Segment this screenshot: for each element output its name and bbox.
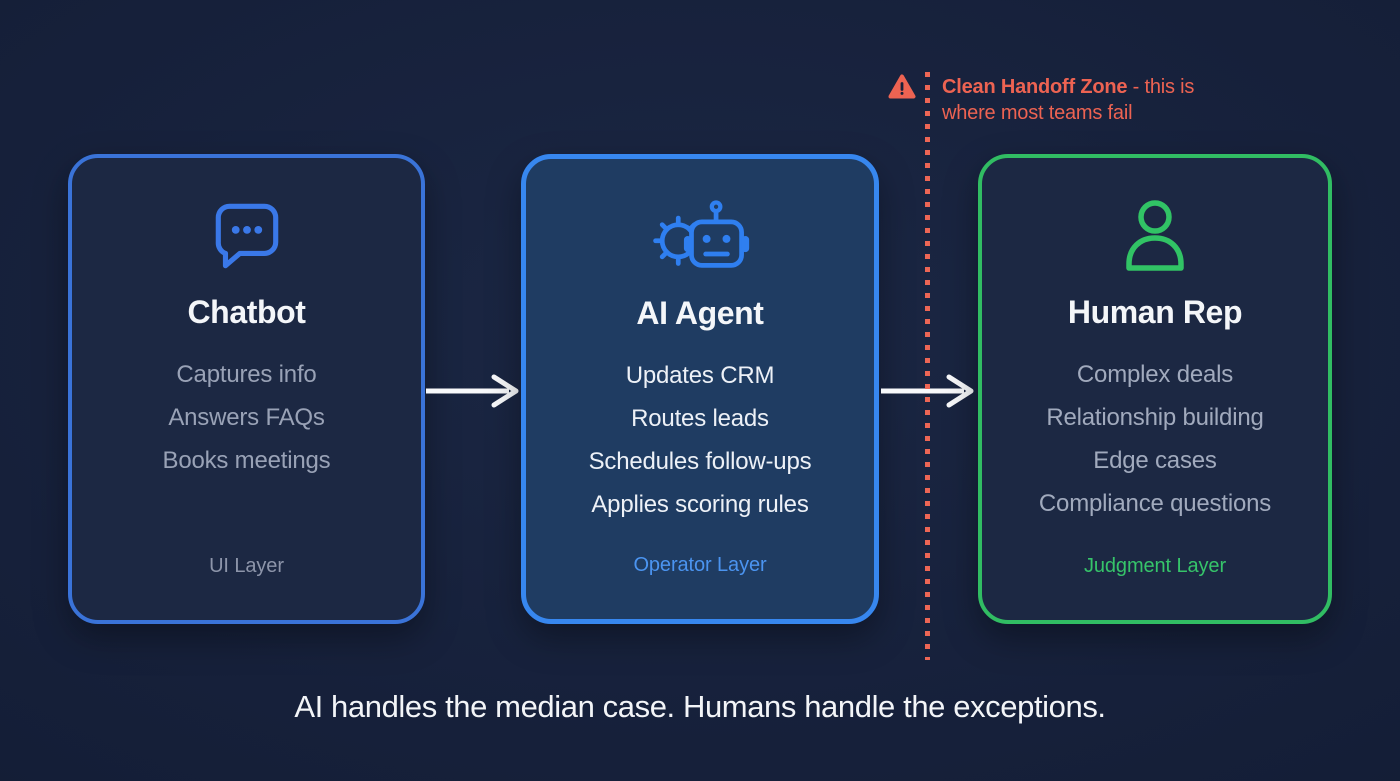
layer-label: UI Layer — [209, 555, 284, 577]
card-item: Books meetings — [162, 447, 331, 474]
card-human-rep: Human Rep Complex deals Relationship bui… — [978, 154, 1332, 624]
card-item: Compliance questions — [1038, 490, 1272, 517]
card-item: Applies scoring rules — [591, 491, 809, 518]
card-ai-agent: AI Agent Updates CRM Routes leads Schedu… — [521, 154, 879, 624]
arrow-right-icon — [881, 374, 974, 408]
arrow-right-icon — [426, 374, 519, 408]
layer-label: Operator Layer — [633, 554, 767, 576]
card-item-list: Complex deals Relationship building Edge… — [982, 353, 1328, 525]
handoff-label: Clean Handoff Zone - this is where most … — [942, 74, 1228, 126]
person-icon — [982, 190, 1328, 282]
handoff-divider-dotted-line — [925, 72, 930, 660]
card-title: Human Rep — [1067, 294, 1243, 330]
card-item: Schedules follow-ups — [588, 448, 812, 475]
handoff-label-rest: - this is where most teams fail — [942, 76, 1195, 124]
card-item: Edge cases — [1093, 447, 1217, 474]
warning-triangle-icon — [888, 74, 916, 105]
card-item: Routes leads — [631, 405, 769, 432]
layer-label: Judgment Layer — [1083, 555, 1227, 577]
card-title: AI Agent — [636, 295, 764, 331]
card-item: Updates CRM — [625, 362, 775, 389]
chat-bubble-icon — [72, 190, 421, 282]
card-item-list: Updates CRM Routes leads Schedules follo… — [526, 354, 874, 526]
card-title: Chatbot — [187, 294, 306, 330]
card-item: Complex deals — [1076, 361, 1234, 388]
robot-gear-icon — [526, 191, 874, 283]
card-chatbot: Chatbot Captures info Answers FAQs Books… — [68, 154, 425, 624]
card-item: Answers FAQs — [168, 404, 325, 431]
card-item: Relationship building — [1046, 404, 1264, 431]
caption: AI handles the median case. Humans handl… — [294, 689, 1106, 724]
card-item: Captures info — [176, 361, 317, 388]
card-item-list: Captures info Answers FAQs Books meeting… — [72, 353, 421, 482]
handoff-label-title: Clean Handoff Zone — [942, 76, 1128, 98]
